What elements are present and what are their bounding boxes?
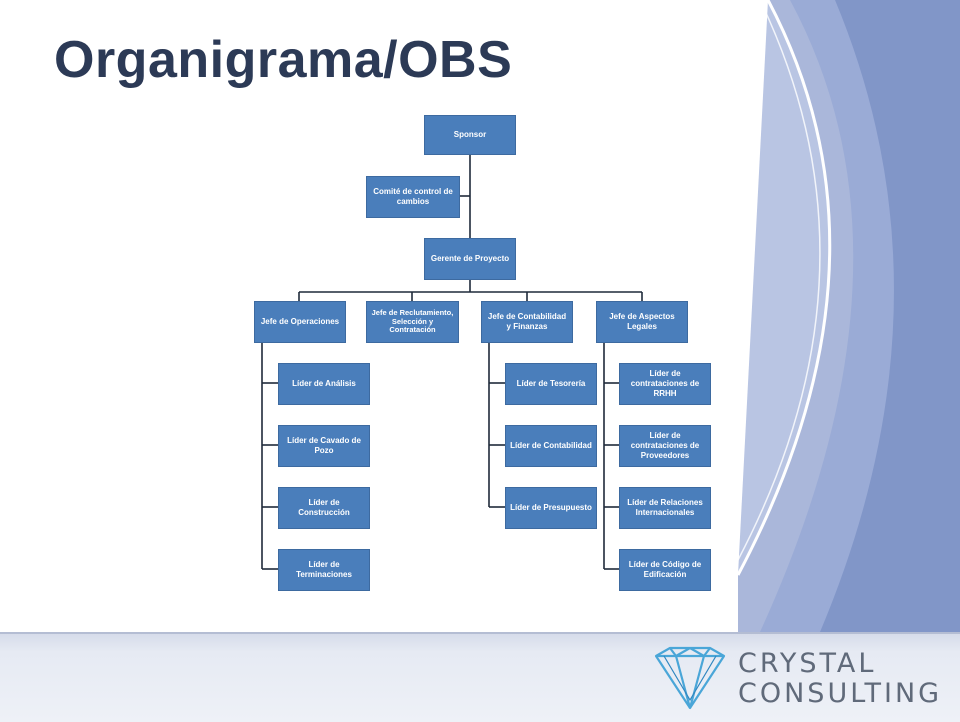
lead-construction-box: Líder de Construcción bbox=[278, 487, 370, 529]
project-manager-box: Gerente de Proyecto bbox=[424, 238, 516, 280]
lead-completions-box: Líder de Terminaciones bbox=[278, 549, 370, 591]
head-accounting-box: Jefe de Contabilidad y Finanzas bbox=[481, 301, 573, 343]
lead-international-relations-box: Líder de Relaciones Internacionales bbox=[619, 487, 711, 529]
slide-title: Organigrama/OBS bbox=[54, 31, 513, 89]
lead-analysis-box: Líder de Análisis bbox=[278, 363, 370, 405]
logo-text-line2: CONSULTING bbox=[738, 678, 943, 709]
lead-accounting-box: Líder de Contabilidad bbox=[505, 425, 597, 467]
head-operations-box: Jefe de Operaciones bbox=[254, 301, 346, 343]
head-legal-box: Jefe de Aspectos Legales bbox=[596, 301, 688, 343]
head-recruitment-box: Jefe de Reclutamiento, Selección y Contr… bbox=[366, 301, 459, 343]
lead-treasury-box: Líder de Tesorería bbox=[505, 363, 597, 405]
lead-budget-box: Líder de Presupuesto bbox=[505, 487, 597, 529]
logo-text-line1: CRYSTAL bbox=[738, 648, 877, 679]
lead-building-code-box: Líder de Código de Edificación bbox=[619, 549, 711, 591]
crystal-consulting-logo: CRYSTAL CONSULTING bbox=[650, 642, 950, 714]
lead-hr-contracts-box: Líder de contrataciones de RRHH bbox=[619, 363, 711, 405]
change-committee-box: Comité de control de cambios bbox=[366, 176, 460, 218]
footer-band bbox=[0, 632, 960, 722]
lead-well-digging-box: Líder de Cavado de Pozo bbox=[278, 425, 370, 467]
lead-supplier-contracts-box: Líder de contrataciones de Proveedores bbox=[619, 425, 711, 467]
crystal-diamond-icon bbox=[654, 646, 726, 710]
sponsor-box: Sponsor bbox=[424, 115, 516, 155]
